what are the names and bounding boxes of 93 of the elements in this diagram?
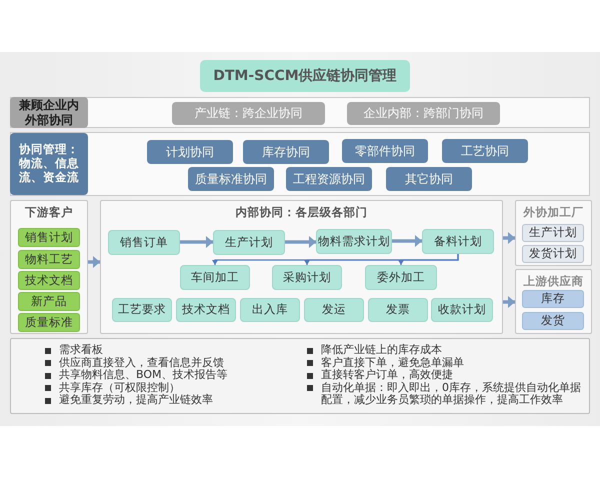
item-tag: [18, 313, 80, 332]
bullet-text: 共享库存（可权限控制）: [59, 382, 180, 394]
process-step: [431, 298, 493, 322]
item-tag: [522, 290, 584, 308]
collaboration-tag: [342, 139, 428, 163]
group-panel: [10, 200, 88, 334]
node-label: DTM-SCCM供应链协同管理: [213, 68, 397, 84]
process-step: [240, 298, 300, 322]
group-panel: [515, 200, 592, 266]
item-tag: [18, 228, 80, 247]
node-label: 物料工艺: [25, 252, 73, 266]
group-heading: 下游客户: [24, 205, 74, 219]
process-step: [272, 265, 342, 290]
node-label: 销售计划: [25, 230, 73, 244]
item-tag: [522, 312, 584, 330]
bullet-text: 客户直接下单，避免急单漏单: [321, 356, 464, 368]
node-label: 工艺协同: [461, 144, 509, 158]
collaboration-tag: [188, 167, 274, 191]
arrow: [503, 232, 515, 244]
node-label: 兼顾企业内外部协同: [18, 98, 80, 127]
bullet-text: 避免重复劳动，提高产业链效率: [59, 394, 213, 406]
node-label: 库存: [541, 292, 565, 306]
node-label: 物料需求计划: [318, 234, 390, 248]
notes-panel: [10, 338, 590, 414]
node-label: 新产品: [31, 294, 67, 308]
node-label: 委外加工: [377, 270, 425, 284]
process-step: [368, 298, 428, 322]
group-heading: 上游供应商: [522, 274, 584, 288]
node-label: 库存协同: [262, 144, 310, 160]
bullet-text: 自动化单据：即入即出，0库存，系统提供自动化单据配置，减少业务员繁琐的单据操作，提高工作效率: [321, 382, 582, 406]
collaboration-tag: [243, 140, 329, 164]
arrow: [398, 254, 459, 265]
node-label: 发运: [322, 303, 346, 317]
bullet-text: 直接转客户订单，高效便捷: [321, 369, 453, 382]
scope-tag: [172, 102, 325, 125]
process-step: [304, 298, 364, 322]
process-step: [108, 230, 180, 255]
node-label: 发货: [541, 314, 565, 328]
scope-tag: [347, 102, 500, 125]
node-label: 产业链：跨企业协同: [194, 106, 302, 121]
node-label: 发票: [386, 303, 410, 317]
node-label: 协同管理：物流、信息流、资金流: [18, 143, 80, 185]
process-step: [365, 265, 437, 290]
node-label: 其它协同: [405, 172, 453, 186]
node-label: 采购计划: [283, 270, 331, 284]
group-heading: 内部协同：各层级各部门: [234, 205, 368, 219]
collaboration-tag: [147, 140, 233, 164]
node-label: 车间加工: [191, 270, 239, 284]
arrow: [503, 296, 515, 308]
node-label: 备料计划: [434, 234, 482, 248]
group-panel: [515, 269, 592, 334]
item-tag: [522, 224, 584, 242]
row-header-tag: [10, 133, 88, 195]
node-label: 工程资源协同: [293, 172, 365, 186]
group-heading: 外协加工厂: [522, 205, 584, 219]
process-step: [213, 230, 285, 255]
bullet-text: 降低产业链上的库存成本: [321, 344, 442, 356]
arrow: [88, 256, 100, 268]
node-label: 生产计划: [529, 226, 577, 240]
bullet-text: 共享物料信息、BOM、技术报告等: [59, 369, 228, 382]
node-label: 质量标准协同: [195, 172, 267, 186]
process-step: [112, 298, 172, 322]
node-label: 技术文档: [182, 303, 230, 317]
node-label: 零部件协同: [355, 144, 415, 158]
process-step: [316, 229, 392, 254]
node-label: 销售订单: [120, 236, 168, 250]
node-label: 生产计划: [225, 236, 273, 250]
arrow: [180, 236, 213, 248]
node-label: 企业内部：跨部门协同: [364, 106, 484, 121]
item-tag: [18, 271, 80, 290]
node-label: 发货计划: [529, 247, 577, 261]
process-step: [176, 298, 236, 322]
group-panel: [100, 200, 503, 334]
item-tag: [18, 250, 80, 269]
bullet-text: 供应商直接登入，查看信息并反馈: [59, 356, 224, 368]
collaboration-tag: [442, 139, 528, 163]
item-tag: [522, 245, 584, 263]
node-label: 出入库: [252, 303, 288, 317]
bullet-text: 需求看板: [59, 344, 103, 356]
row-header-tag: [10, 97, 88, 128]
process-step: [422, 229, 494, 254]
node-label: 技术文档: [25, 274, 73, 288]
collaboration-tag: [386, 167, 472, 191]
item-tag: [18, 292, 80, 311]
title-banner: [200, 60, 410, 92]
arrow: [392, 235, 422, 247]
collaboration-tag: [286, 167, 372, 191]
node-label: 计划协同: [166, 144, 214, 160]
arrow: [285, 236, 316, 248]
node-label: 收款计划: [438, 303, 486, 317]
process-step: [180, 265, 250, 290]
node-label: 工艺要求: [118, 303, 166, 317]
node-label: 质量标准: [25, 316, 73, 330]
